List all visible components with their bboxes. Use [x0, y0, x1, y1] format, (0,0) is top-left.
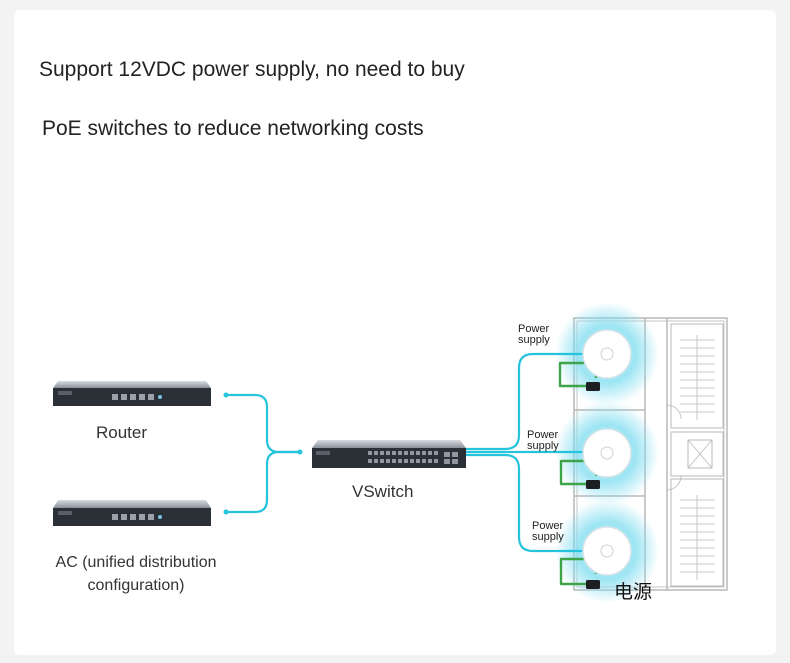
- power-supply-label-1-line-1: Power: [518, 323, 550, 335]
- access-point-1: [582, 329, 632, 379]
- router-device: [53, 381, 211, 406]
- ac-controller-device: [53, 500, 211, 526]
- power-supply-label-2-line-1: Power: [527, 429, 559, 441]
- power-supply-label-3: Power supply: [532, 521, 564, 543]
- power-supply-label-2-line-2: supply: [527, 440, 559, 452]
- ac-label: AC (unified distribution configuration): [50, 551, 222, 597]
- power-supply-label-1-line-2: supply: [518, 334, 550, 346]
- power-supply-label-2: Power supply: [527, 430, 559, 452]
- network-cables: [224, 352, 588, 553]
- access-point-3: [582, 526, 632, 576]
- cable-end-dots: [223, 392, 303, 515]
- access-point-2: [582, 428, 632, 478]
- vswitch-label: VSwitch: [352, 482, 414, 501]
- power-source-label: 电源: [614, 581, 653, 603]
- router-label: Router: [96, 423, 148, 442]
- power-adapters: [586, 382, 600, 589]
- ac-label-line-2: configuration): [87, 577, 185, 594]
- ac-label-line-1: AC (unified distribution: [55, 554, 217, 571]
- power-supply-label-3-line-1: Power: [532, 520, 564, 532]
- vswitch-device: [312, 440, 466, 468]
- headline-line-2: PoE switches to reduce networking costs: [42, 117, 424, 140]
- power-supply-label-1: Power supply: [518, 324, 550, 346]
- power-supply-label-3-line-2: supply: [532, 531, 564, 543]
- headline-line-1: Support 12VDC power supply, no need to b…: [39, 58, 465, 81]
